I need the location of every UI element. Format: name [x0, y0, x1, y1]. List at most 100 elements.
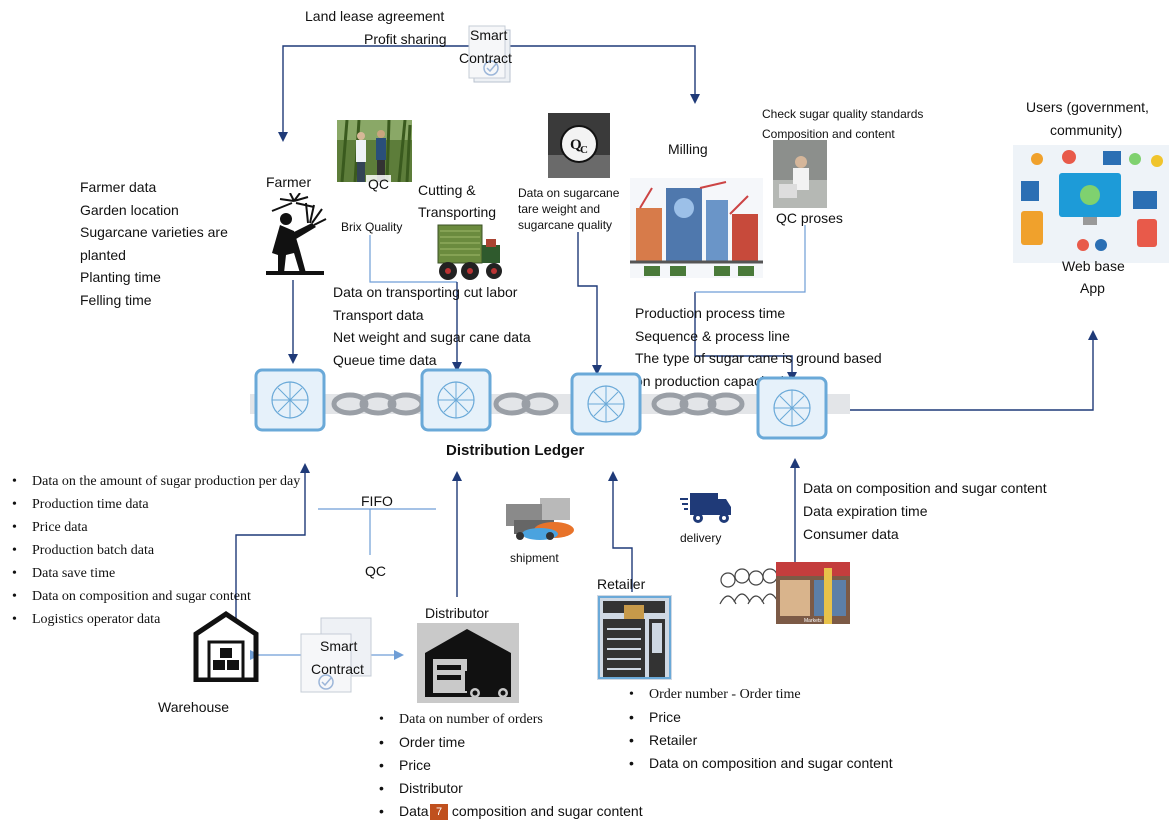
market-sign-label: Markets: [804, 618, 822, 624]
qc-station-detail: sugarcane quality: [518, 218, 613, 232]
fifo-qc-label: QC: [365, 563, 386, 579]
cutting-detail: Data on transporting cut labor: [333, 284, 518, 300]
qc-title: QC: [366, 175, 391, 193]
consumer-detail: Consumer data: [803, 526, 899, 542]
qc-field-photo: [337, 119, 412, 183]
farmer-silhouette-icon: [264, 192, 328, 277]
web-app-illustration: [1013, 145, 1169, 263]
qc-station-details: Data on sugarcane tare weight and sugarc…: [518, 185, 619, 233]
farmer-detail: Felling time: [80, 291, 152, 308]
warehouse-details: Data on the amount of sugar production p…: [10, 470, 300, 631]
warehouse-detail: Data on composition and sugar content: [10, 585, 300, 608]
warehouse-title: Warehouse: [158, 699, 230, 715]
svg-text:Q: Q: [570, 137, 582, 153]
distributor-detail: Order time: [377, 731, 643, 754]
distributor-title: Distributor: [425, 605, 489, 621]
consumer-details: Data on composition and sugar content Da…: [803, 477, 1047, 546]
contract-to-farmer-arrow: [278, 45, 483, 142]
qc-station-detail: Data on sugarcane: [518, 186, 620, 200]
milling-detail: The type of sugar cane is ground based: [635, 350, 882, 366]
retailer-details: Order number - Order time Price Retailer…: [627, 683, 893, 775]
smart-contract-document-icon: [466, 24, 516, 86]
distribution-ledger-title: Distribution Ledger: [446, 442, 585, 459]
warehouse-detail: Data on the amount of sugar production p…: [10, 470, 300, 493]
warehouse-icon: [193, 610, 259, 683]
retailer-store-icon: [597, 595, 672, 680]
milling-title: Milling: [668, 141, 708, 157]
cutting-detail: Transport data: [333, 306, 424, 323]
users-title-2: community): [1050, 122, 1123, 138]
farmer-detail: Farmer data: [80, 179, 157, 195]
farmer-title: Farmer: [266, 174, 312, 190]
ledger-block-1: [254, 368, 326, 432]
distribution-ledger-chain: [250, 366, 850, 442]
profit-sharing-label: Profit sharing: [364, 31, 447, 47]
web-app-label-1: Web base: [1062, 258, 1125, 274]
web-app-label-2: App: [1080, 280, 1105, 296]
shipment-label: shipment: [510, 551, 559, 565]
warehouse-detail: Production batch data: [10, 539, 300, 562]
milling-detail: Sequence & process line: [635, 327, 790, 344]
cane-truck-icon: [436, 219, 506, 283]
delivery-label: delivery: [680, 531, 722, 545]
qc-proses-check: Check sugar quality standards Compositio…: [762, 104, 923, 144]
ledger-to-webapp-arrow: [848, 330, 1098, 411]
farmer-detail: Garden location: [80, 201, 179, 218]
delivery-truck-icon: [680, 491, 732, 525]
cutting-detail: Net weight and sugar cane data: [333, 329, 531, 345]
distributor-detail: Data on number of orders: [377, 708, 643, 731]
distributor-detail: Distributor: [377, 777, 643, 800]
contract-to-milling-arrow: [483, 45, 700, 104]
farmer-detail: Planting time: [80, 269, 161, 285]
ledger-block-3: [570, 372, 642, 436]
qc-station-icon: Q C: [548, 113, 610, 178]
qc-proses-to-ledger-line: [695, 225, 806, 293]
fifo-label: FIFO: [361, 493, 393, 509]
retailer-to-ledger-arrow: [608, 471, 633, 592]
milling-details: Production process time Sequence & proce…: [635, 302, 882, 392]
users-title-1: Users (government,: [1026, 99, 1149, 115]
consumer-detail: Data expiration time: [803, 503, 928, 519]
qc-proses-check-item: Composition and content: [762, 127, 895, 141]
sugar-mill-machinery-icon: [630, 178, 763, 278]
warehouse-detail: Production time data: [10, 493, 300, 516]
consumer-detail: Data on composition and sugar content: [803, 480, 1047, 496]
retailer-title: Retailer: [597, 576, 646, 592]
warehouse-detail: Logistics operator data: [10, 608, 300, 631]
warehouse-detail: Data save time: [10, 562, 300, 585]
farmer-detail: Sugarcane varieties are: [80, 224, 228, 240]
cutting-detail: Queue time data: [333, 351, 437, 368]
smart-contract-document-icon: [297, 616, 377, 694]
qc-proses-check-item: Check sugar quality standards: [762, 107, 924, 121]
brix-quality-label: Brix Quality: [341, 220, 403, 234]
qc-station-detail: tare weight and: [518, 202, 601, 216]
qc-proses-title: QC proses: [776, 210, 843, 226]
cutting-title-2: Transporting: [418, 204, 497, 220]
consumer-market-illustration: Markets: [718, 560, 854, 626]
smart-contract-label-bottom: Contract: [459, 50, 512, 66]
smart-contract-label-top: Smart: [470, 27, 508, 43]
retailer-detail: Price: [627, 706, 893, 729]
cutting-title-1: Cutting &: [418, 182, 476, 198]
ledger-block-4: [756, 376, 828, 440]
smart-contract-2-label-top: Smart: [320, 638, 358, 654]
qc-lab-photo: [773, 140, 827, 208]
distributor-truck-icon: [417, 623, 519, 703]
retailer-detail: Retailer: [627, 729, 893, 752]
warehouse-detail: Price data: [10, 516, 300, 539]
milling-detail: Production process time: [635, 305, 786, 321]
svg-text:C: C: [580, 144, 588, 156]
farmer-detail: planted: [80, 246, 126, 263]
farmer-details: Farmer data Garden location Sugarcane va…: [80, 176, 228, 311]
cutting-details: Data on transporting cut labor Transport…: [333, 281, 531, 371]
distributor-detail: Price: [377, 754, 643, 777]
milling-to-ledger-arrow: [694, 292, 797, 382]
distributor-details: Data on number of orders Order time Pric…: [377, 708, 643, 823]
retailer-detail: Order number - Order time: [627, 683, 893, 706]
qc-to-ledger-line: [369, 235, 457, 283]
retailer-detail: Data on composition and sugar content: [627, 752, 893, 775]
page-number-badge: 7: [430, 804, 448, 820]
ledger-block-2: [420, 368, 492, 432]
qc-station-to-ledger-arrow: [577, 232, 602, 375]
